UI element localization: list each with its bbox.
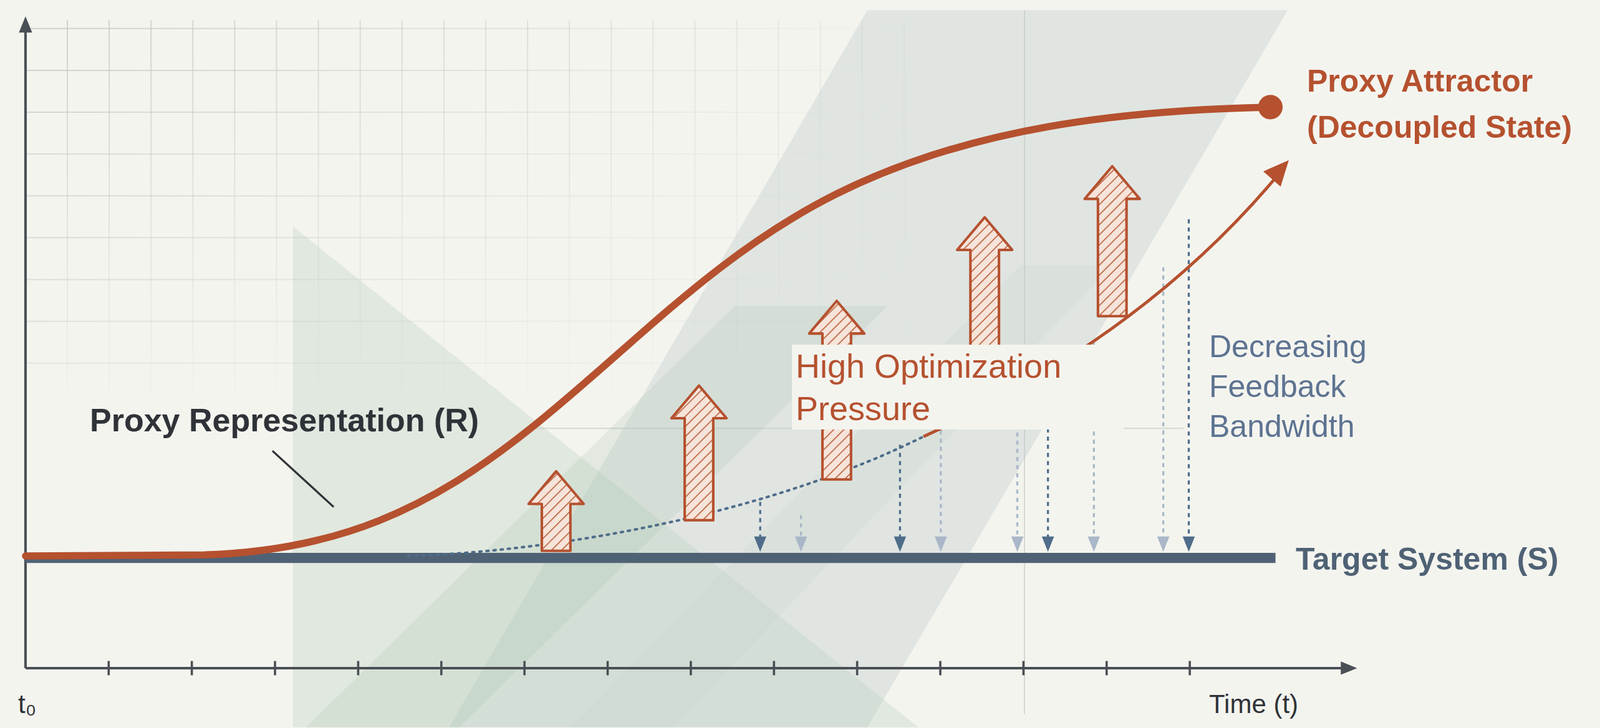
y-axis [24,30,27,669]
feedback-label: Decreasing Feedback Bandwidth [1209,326,1384,447]
axis-tick [523,660,526,676]
axis-tick [856,660,859,676]
axis-tick [440,660,443,676]
axis-tick [689,660,693,676]
target-label: Target System (S) [1295,540,1559,579]
attractor-label: Proxy Attractor (Decoupled State) [1306,57,1594,151]
pressure-label: High Optimization Pressure [791,344,1124,430]
feedback-arrowhead [1157,536,1170,553]
pressure-arrows [528,166,1140,552]
feedback-arrow [753,501,767,552]
grid-line [443,20,445,393]
axis-tick [357,660,360,676]
curve-label: Proxy Representation (R) [89,400,479,440]
grid-line [25,69,909,72]
grid-line [66,20,68,393]
feedback-shaft [899,445,902,540]
grid-line [652,20,654,393]
feedback-shaft [800,515,802,539]
axis-ticks [108,660,1190,676]
feedback-arrowhead [1182,536,1196,553]
pressure-arrow [528,471,584,552]
axis-tick [273,660,277,676]
axis-tick [1188,660,1191,676]
feedback-shaft [939,430,942,539]
grid-line [610,20,612,393]
axis-tick [606,660,610,676]
feedback-arrow [1157,267,1170,553]
feedback-arrow [934,430,948,553]
translucent-band [571,265,1112,728]
grid-line [25,28,909,30]
axis-title: Time (t) [1209,689,1299,721]
axis-tick [772,660,776,676]
translucent-band [293,226,919,728]
axis-tick [1105,660,1109,676]
feedback-shaft [1162,267,1165,539]
thin-curve-arrowhead [1263,160,1289,188]
grid-line [276,20,278,393]
leader-line [272,450,334,507]
axis-tick [107,660,110,676]
feedback-arrowhead [753,536,767,553]
feedback-arrowhead [1011,536,1024,553]
x-axis [25,667,1342,670]
grid-line [526,20,529,393]
feedback-arrow [795,515,808,552]
grid-line [25,153,909,155]
grid-line [192,20,194,393]
axis-tick [190,660,194,676]
pressure-arrow [1084,166,1140,317]
feedback-arrowhead [1087,536,1100,553]
axis-tick [1022,660,1026,676]
feedback-arrow [894,445,907,553]
attractor-dot [1258,94,1283,120]
feedback-shaft [759,501,762,539]
feedback-arrowhead [1041,536,1055,553]
feedback-arrowhead [795,536,808,553]
grid-line [108,20,110,393]
proxy-curve [25,107,1271,557]
pressure-arrow [671,385,727,521]
grid-line [25,111,909,113]
axis-origin-label: t₀ [18,689,37,721]
grid-line [150,20,152,393]
x-axis-arrowhead [1340,661,1357,675]
feedback-arrowhead [934,536,948,553]
y-axis-arrowhead [18,16,32,33]
grid-line [568,20,570,393]
feedback-arrowhead [894,536,907,553]
axis-tick [939,660,942,676]
grid-line [485,20,487,393]
grid-line [233,20,236,393]
